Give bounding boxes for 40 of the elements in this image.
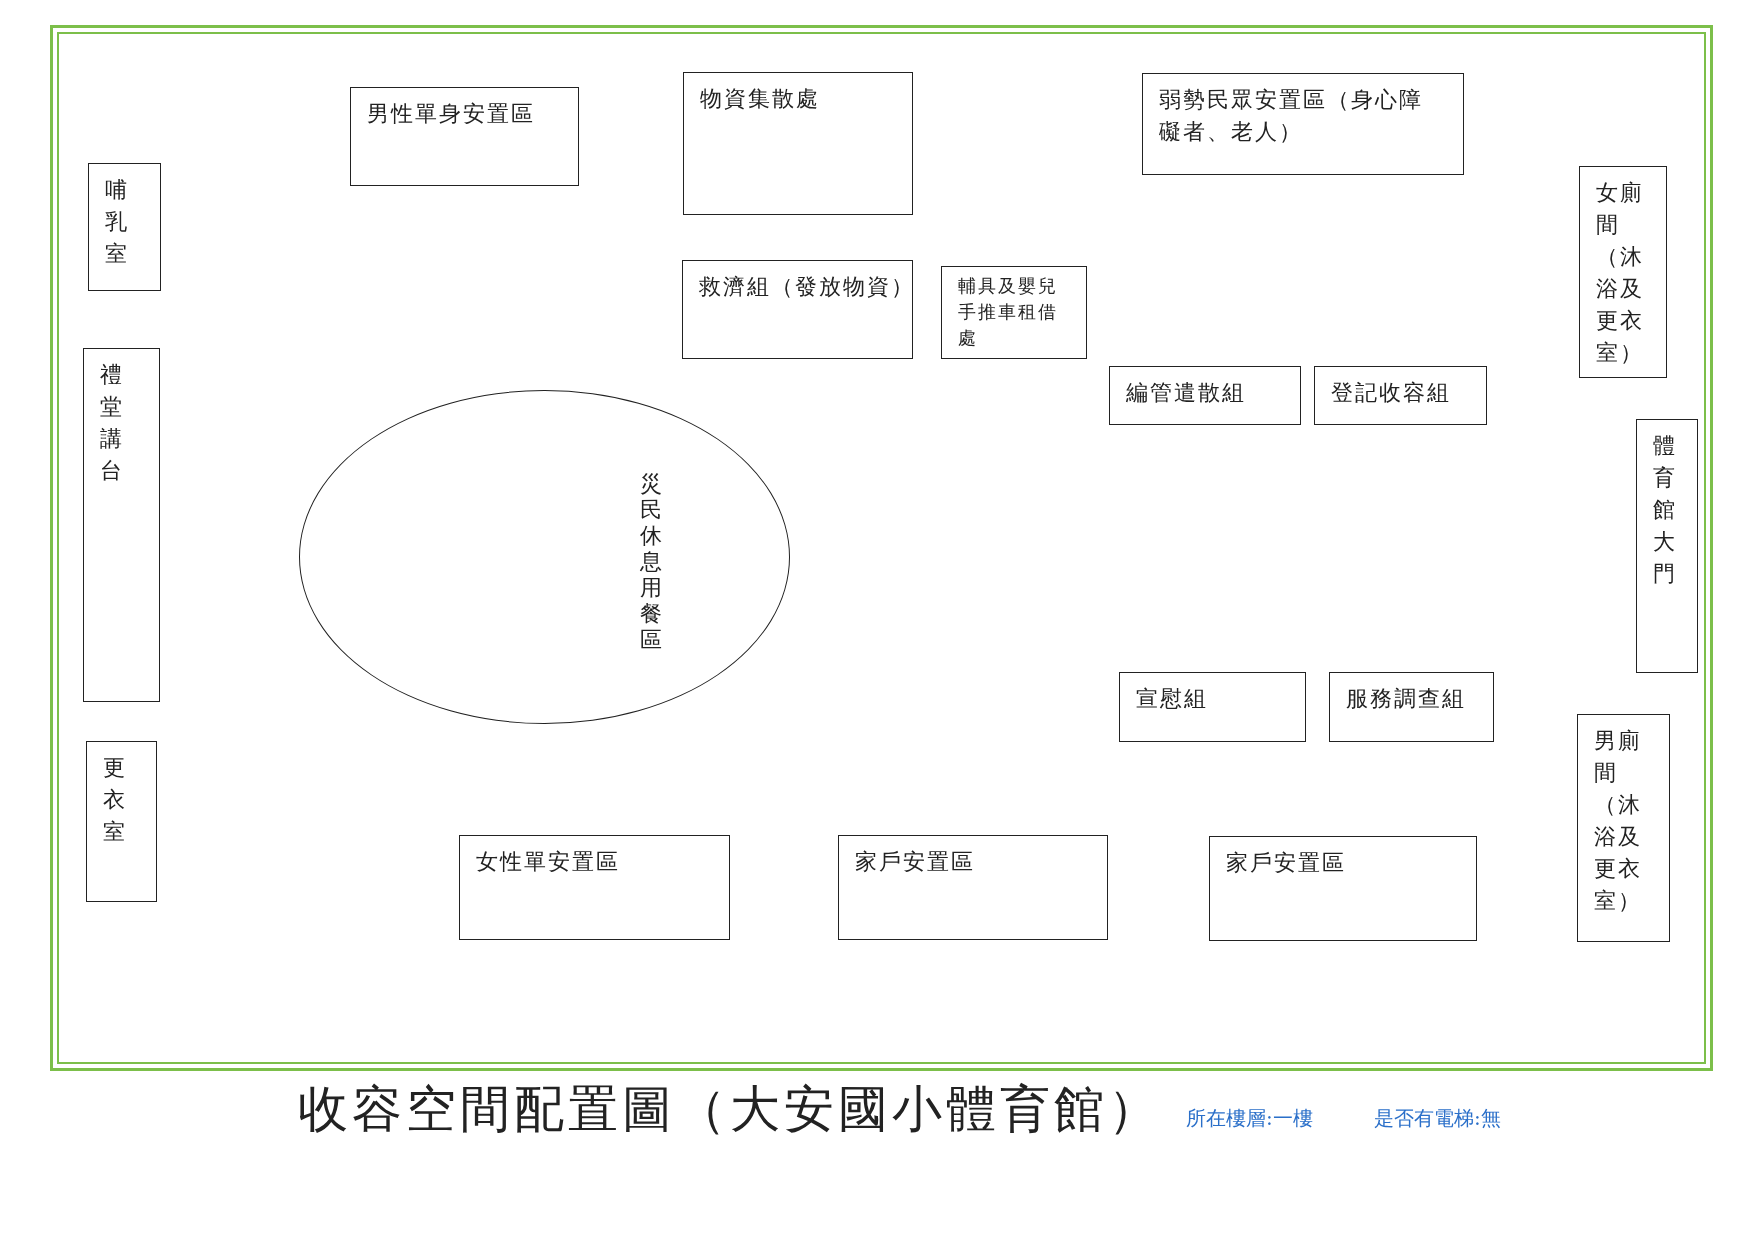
room-box [681, 259, 914, 360]
room-box [1119, 671, 1307, 743]
room-label: 登記收容組 [1331, 379, 1451, 407]
room-label: 更衣室 [103, 753, 129, 846]
plan-title: 收容空間配置圖（大安國小體育館） [298, 1079, 1162, 1140]
floor-info-note: 是否有電梯:無 [1374, 1105, 1501, 1132]
room-box [86, 740, 157, 903]
room-box [1314, 366, 1488, 426]
room-label: 男性單身安置區 [367, 100, 536, 129]
room-box [1579, 165, 1667, 379]
room-label: 救濟組（發放物資） [698, 272, 915, 301]
room-box [88, 163, 162, 291]
room-label: 弱勢民眾安置區（身心障礙者、老人） [1158, 85, 1424, 146]
room-box [350, 87, 579, 186]
room-box [1208, 836, 1478, 942]
room-label: 家戶安置區 [855, 847, 976, 876]
room-label: 禮堂講台 [99, 361, 125, 486]
room-box [1636, 418, 1698, 673]
room-label: 災民休息用餐區 [639, 470, 663, 653]
floor-info-note: 所在樓層:一樓 [1186, 1105, 1313, 1132]
room-label: 女廁間（沐浴及更衣室） [1596, 178, 1646, 367]
room-box [838, 834, 1109, 941]
room-label: 男廁間（沐浴及更衣室） [1594, 727, 1644, 916]
room-box [941, 266, 1087, 360]
room-box [1328, 671, 1495, 743]
room-box [1109, 366, 1301, 426]
room-label: 女性單安置區 [475, 847, 620, 876]
room-label: 服務調查組 [1345, 684, 1466, 713]
room-box [1141, 72, 1464, 175]
room-label: 家戶安置區 [1225, 849, 1346, 878]
room-label: 編管遣散組 [1126, 379, 1247, 407]
room-box [1577, 714, 1670, 943]
room-box [682, 71, 914, 215]
room-label: 體育館大門 [1653, 431, 1679, 588]
room-box [458, 834, 730, 941]
room-label: 哺乳室 [105, 176, 131, 269]
room-box [82, 348, 161, 702]
room-label: 輔具及嬰兒手推車租借處 [958, 274, 1060, 351]
room-label: 宣慰組 [1136, 684, 1209, 713]
room-label: 物資集散處 [699, 84, 820, 113]
